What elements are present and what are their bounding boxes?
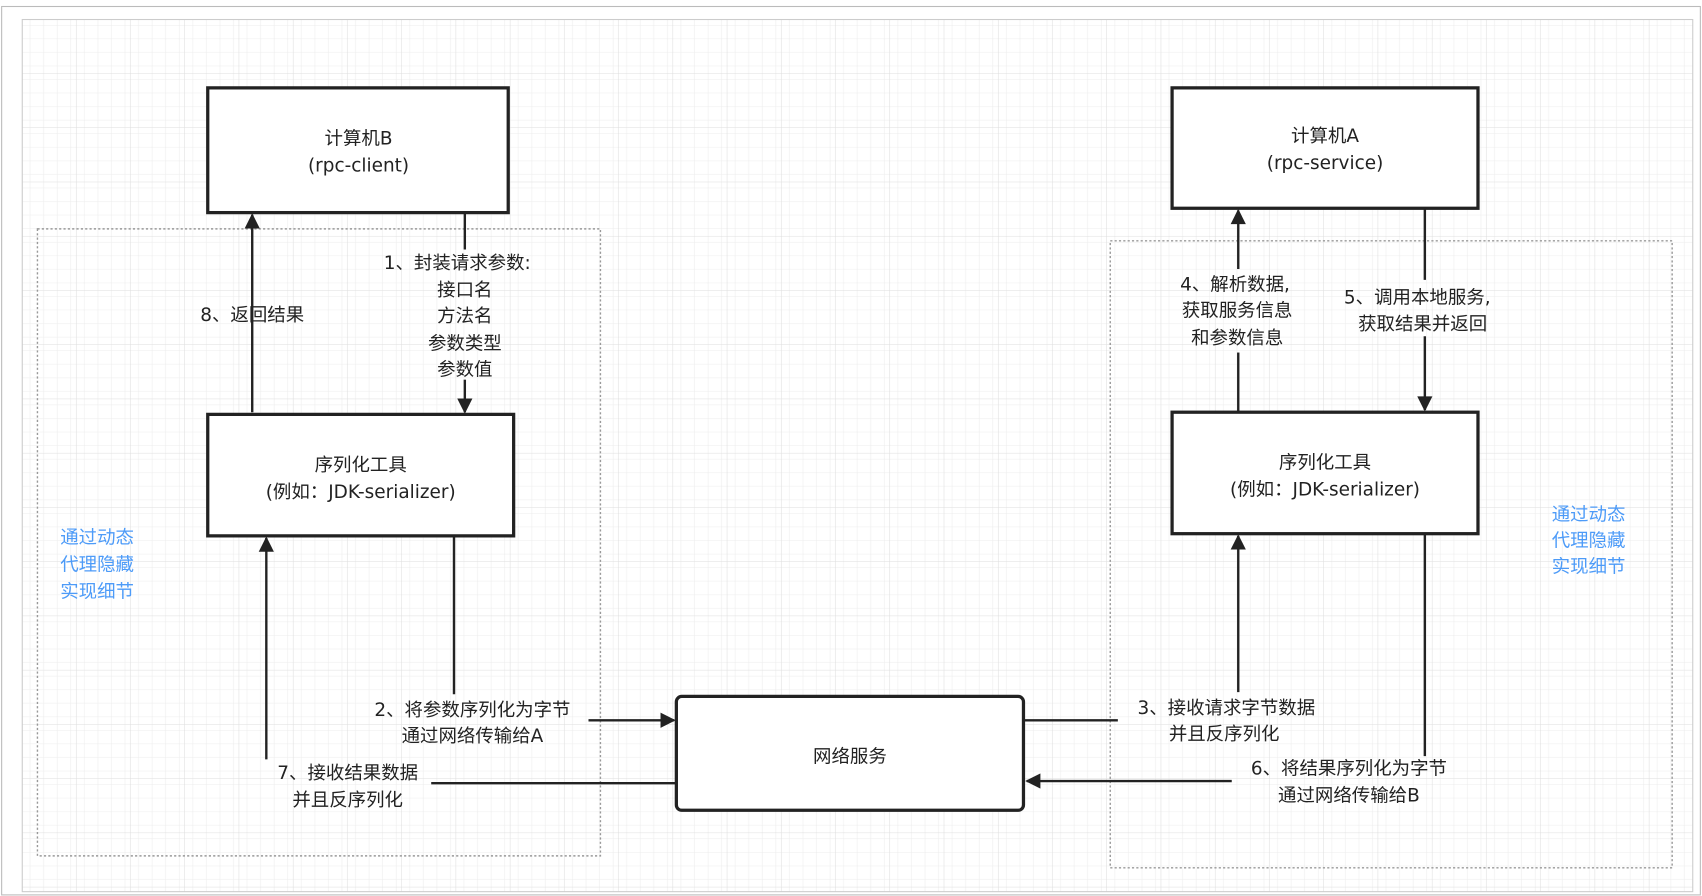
node-subtitle: (rpc-client) bbox=[308, 155, 409, 176]
svg-text:获取服务信息: 获取服务信息 bbox=[1182, 301, 1293, 322]
svg-text:实现细节: 实现细节 bbox=[1552, 557, 1626, 578]
node-title: 计算机B bbox=[325, 128, 393, 149]
svg-text:1、封装请求参数:: 1、封装请求参数: bbox=[384, 253, 531, 274]
label-step6: 6、将结果序列化为字节 通过网络传输给B bbox=[1251, 759, 1447, 807]
svg-text:方法名: 方法名 bbox=[437, 306, 492, 327]
svg-text:代理隐藏: 代理隐藏 bbox=[60, 555, 134, 576]
svg-text:通过网络传输给A: 通过网络传输给A bbox=[402, 726, 544, 747]
svg-text:和参数信息: 和参数信息 bbox=[1191, 328, 1283, 349]
svg-text:参数类型: 参数类型 bbox=[428, 333, 502, 354]
svg-text:5、调用本地服务,: 5、调用本地服务, bbox=[1344, 288, 1491, 309]
node-title: 序列化工具 bbox=[315, 455, 407, 476]
label-step2: 2、将参数序列化为字节 通过网络传输给A bbox=[374, 700, 570, 747]
node-computer-a[interactable]: 计算机A (rpc-service) bbox=[1170, 86, 1480, 210]
label-step8: 8、返回结果 bbox=[200, 305, 304, 326]
label-step5: 5、调用本地服务, 获取结果并返回 bbox=[1344, 288, 1491, 335]
node-serializer-left[interactable]: 序列化工具 (例如：JDK-serializer) bbox=[206, 412, 516, 538]
svg-text:参数值: 参数值 bbox=[437, 359, 492, 380]
node-subtitle: (rpc-service) bbox=[1267, 153, 1384, 174]
annotation-right: 通过动态 代理隐藏 实现细节 bbox=[1552, 505, 1626, 578]
svg-text:通过网络传输给B: 通过网络传输给B bbox=[1278, 786, 1420, 807]
node-title: 计算机A bbox=[1291, 126, 1359, 147]
svg-text:并且反序列化: 并且反序列化 bbox=[292, 790, 403, 811]
svg-text:通过动态: 通过动态 bbox=[1552, 505, 1626, 526]
svg-text:2、将参数序列化为字节: 2、将参数序列化为字节 bbox=[374, 700, 570, 721]
node-subtitle: (例如：JDK-serializer) bbox=[1230, 480, 1420, 501]
edge-step2 bbox=[452, 535, 676, 728]
node-computer-b[interactable]: 计算机B (rpc-client) bbox=[206, 86, 510, 215]
svg-text:接口名: 接口名 bbox=[437, 280, 492, 301]
node-title: 序列化工具 bbox=[1279, 453, 1371, 474]
svg-text:8、返回结果: 8、返回结果 bbox=[200, 305, 304, 326]
svg-text:代理隐藏: 代理隐藏 bbox=[1552, 531, 1626, 552]
svg-text:并且反序列化: 并且反序列化 bbox=[1169, 724, 1280, 745]
node-network[interactable]: 网络服务 bbox=[674, 694, 1026, 812]
edge-step6 bbox=[1025, 533, 1427, 789]
node-subtitle: (例如：JDK-serializer) bbox=[266, 482, 456, 503]
annotation-left: 通过动态 代理隐藏 实现细节 bbox=[60, 527, 134, 602]
edge-step3 bbox=[1023, 534, 1246, 722]
svg-text:6、将结果序列化为字节: 6、将结果序列化为字节 bbox=[1251, 759, 1447, 780]
node-title: 网络服务 bbox=[813, 747, 887, 768]
svg-text:通过动态: 通过动态 bbox=[60, 527, 134, 548]
edge-step7 bbox=[258, 536, 677, 785]
label-step1: 1、封装请求参数: 接口名 方法名 参数类型 参数值 bbox=[384, 253, 531, 380]
label-step4: 4、解析数据, 获取服务信息 和参数信息 bbox=[1180, 275, 1292, 349]
label-step7: 7、接收结果数据 并且反序列化 bbox=[277, 763, 418, 811]
node-serializer-right[interactable]: 序列化工具 (例如：JDK-serializer) bbox=[1170, 410, 1480, 536]
svg-text:实现细节: 实现细节 bbox=[60, 582, 134, 603]
svg-text:7、接收结果数据: 7、接收结果数据 bbox=[277, 763, 418, 784]
svg-text:获取结果并返回: 获取结果并返回 bbox=[1358, 314, 1487, 335]
svg-text:3、接收请求字节数据: 3、接收请求字节数据 bbox=[1137, 698, 1315, 719]
svg-text:4、解析数据,: 4、解析数据, bbox=[1180, 275, 1290, 296]
label-step3: 3、接收请求字节数据 并且反序列化 bbox=[1137, 698, 1315, 745]
